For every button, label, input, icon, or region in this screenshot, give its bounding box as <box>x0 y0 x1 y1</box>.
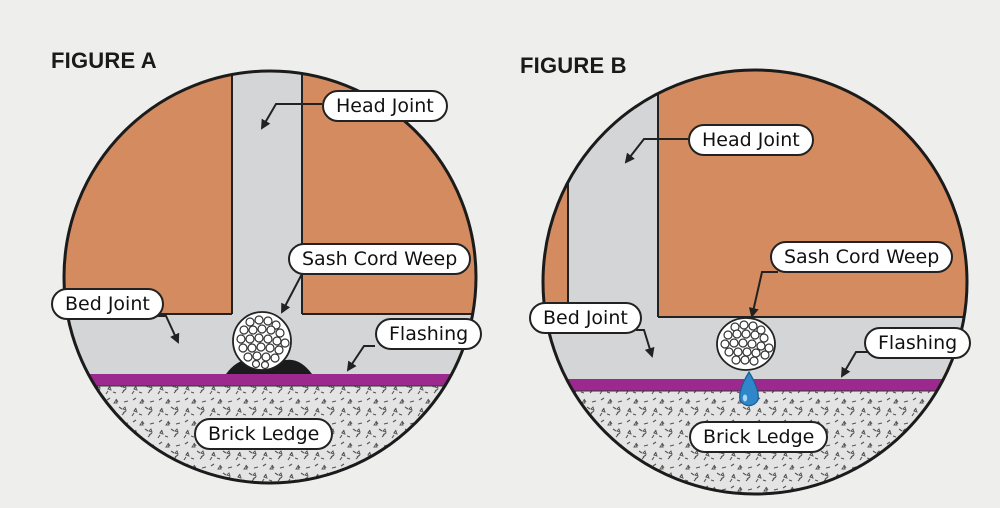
figure-a-brick-left <box>64 71 232 314</box>
figure-b-flashing-leader <box>840 351 868 378</box>
figure-a-flashing-label: Flashing <box>375 318 483 350</box>
figure-b-weep-leader <box>748 271 778 318</box>
figure-a-flashing-leader <box>346 345 375 372</box>
figure-b-bed-joint-label: Bed Joint <box>529 302 642 334</box>
figure-a-head-joint-label: Head Joint <box>322 90 448 122</box>
figure-a-bed-joint-label: Bed Joint <box>51 288 164 320</box>
figure-b-head-joint-leader <box>624 138 688 164</box>
figure-b-title: FIGURE B <box>520 53 627 78</box>
figure-a-title: FIGURE A <box>51 48 157 73</box>
figure-b-brick-ledge-label: Brick Ledge <box>689 421 829 453</box>
figure-a-brick-ledge-label: Brick Ledge <box>194 418 334 450</box>
figure-b-sash-cord-weep <box>716 317 776 371</box>
figure-b-brick-right <box>658 70 967 317</box>
figure-b-bed-joint-leader <box>636 329 655 358</box>
figure-a-flashing <box>64 374 476 386</box>
figure-b-sash-cord-weep-label: Sash Cord Weep <box>770 241 954 273</box>
figure-a-sash-cord-weep <box>232 311 292 371</box>
figure-a-head-joint-leader <box>260 103 322 130</box>
figure-b-flashing-label: Flashing <box>864 327 972 359</box>
figure-b-head-joint-label: Head Joint <box>688 124 814 156</box>
figure-a-sash-cord-weep-label: Sash Cord Weep <box>288 243 472 275</box>
